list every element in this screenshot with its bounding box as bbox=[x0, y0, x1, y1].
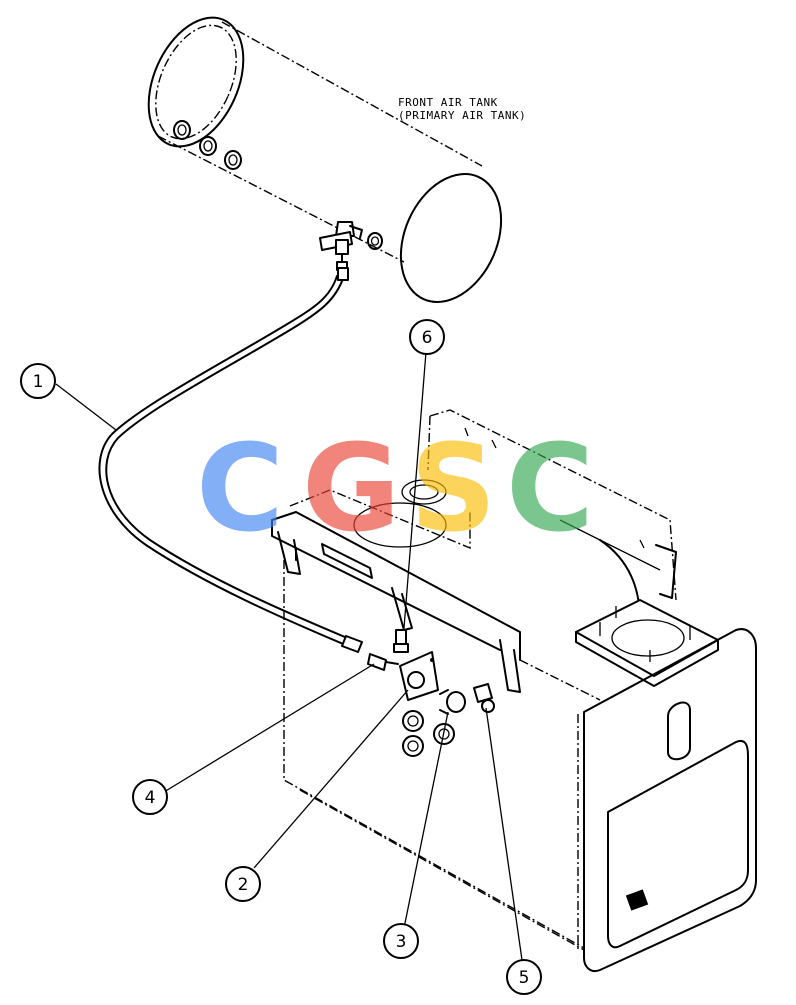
tank-label-line2: (PRIMARY AIR TANK) bbox=[398, 109, 526, 122]
watermark-logo: C G S C bbox=[196, 420, 594, 559]
watermark-letter-c1: C bbox=[196, 420, 284, 559]
battery-box-housing bbox=[271, 409, 757, 972]
tank-drain-valve bbox=[319, 221, 363, 271]
callout-3: 3 bbox=[383, 923, 419, 959]
air-line-hose bbox=[98, 267, 363, 653]
tank-port bbox=[199, 136, 217, 156]
callout-1-label: 1 bbox=[33, 372, 44, 392]
tank-label-line1: FRONT AIR TANK bbox=[398, 96, 498, 109]
elbow-fitting bbox=[473, 683, 495, 713]
watermark-letter-g: G bbox=[302, 420, 401, 559]
mounting-bracket bbox=[399, 651, 439, 701]
valve-body bbox=[402, 689, 466, 757]
leader-lines bbox=[55, 351, 523, 961]
callout-2-label: 2 bbox=[238, 875, 249, 895]
callout-3-label: 3 bbox=[396, 932, 407, 952]
callout-5-label: 5 bbox=[519, 968, 530, 988]
tank-port bbox=[367, 232, 383, 250]
fittings-cluster bbox=[367, 629, 495, 757]
callout-6: 6 bbox=[409, 319, 445, 355]
callout-6-label: 6 bbox=[422, 328, 433, 348]
upper-fitting bbox=[393, 629, 409, 653]
watermark-letter-s: S bbox=[410, 420, 496, 559]
callout-4: 4 bbox=[132, 779, 168, 815]
tank-label: FRONT AIR TANK (PRIMARY AIR TANK) bbox=[398, 96, 526, 122]
front-air-tank bbox=[147, 16, 503, 304]
callout-1: 1 bbox=[20, 363, 56, 399]
callout-5: 5 bbox=[506, 959, 542, 995]
callout-2: 2 bbox=[225, 866, 261, 902]
tank-port bbox=[173, 120, 191, 140]
callout-4-label: 4 bbox=[145, 788, 156, 808]
tank-port bbox=[224, 150, 242, 170]
watermark-letter-c2: C bbox=[506, 420, 594, 559]
connector-fitting bbox=[367, 653, 399, 671]
